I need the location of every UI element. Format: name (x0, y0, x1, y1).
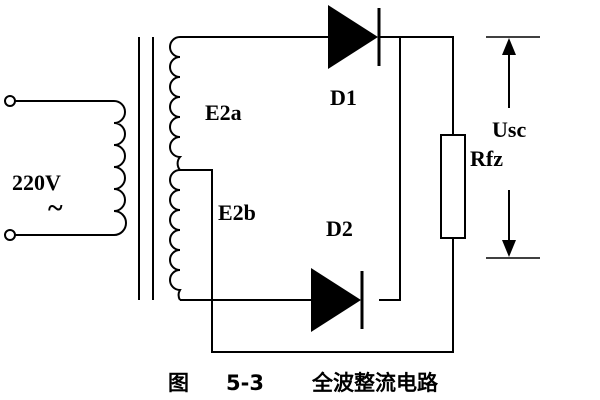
winding-e2a-label: E2a (205, 100, 242, 125)
ac-symbol-label: ~ (48, 193, 63, 224)
output-voltage-label: Usc (492, 117, 526, 142)
figure-prefix: 图 (168, 371, 189, 395)
cathode-bus (379, 36, 454, 135)
primary-winding (113, 100, 127, 236)
input-terminal-top (4, 95, 16, 107)
source-voltage-label: 220V (12, 170, 61, 195)
figure-title: 全波整流电路 (311, 371, 439, 395)
diode-d2 (311, 268, 364, 332)
diode-d1-label: D1 (330, 85, 357, 110)
figure-number: 5-3 (226, 371, 264, 395)
transformer-core (138, 37, 154, 300)
resistor-label: Rfz (470, 146, 503, 171)
secondary-winding-e2a (169, 36, 183, 171)
load-resistor (440, 134, 466, 239)
diode-d2-label: D2 (326, 216, 353, 241)
center-tap-return (180, 169, 454, 353)
winding-e2b-label: E2b (218, 200, 256, 225)
input-terminal-bottom (4, 229, 16, 241)
primary-circuit (4, 95, 127, 241)
secondary-winding-e2b (169, 169, 182, 301)
secondary-wiring (180, 36, 454, 353)
output-voltage-arrows (486, 36, 540, 259)
diode-d1 (328, 5, 381, 69)
